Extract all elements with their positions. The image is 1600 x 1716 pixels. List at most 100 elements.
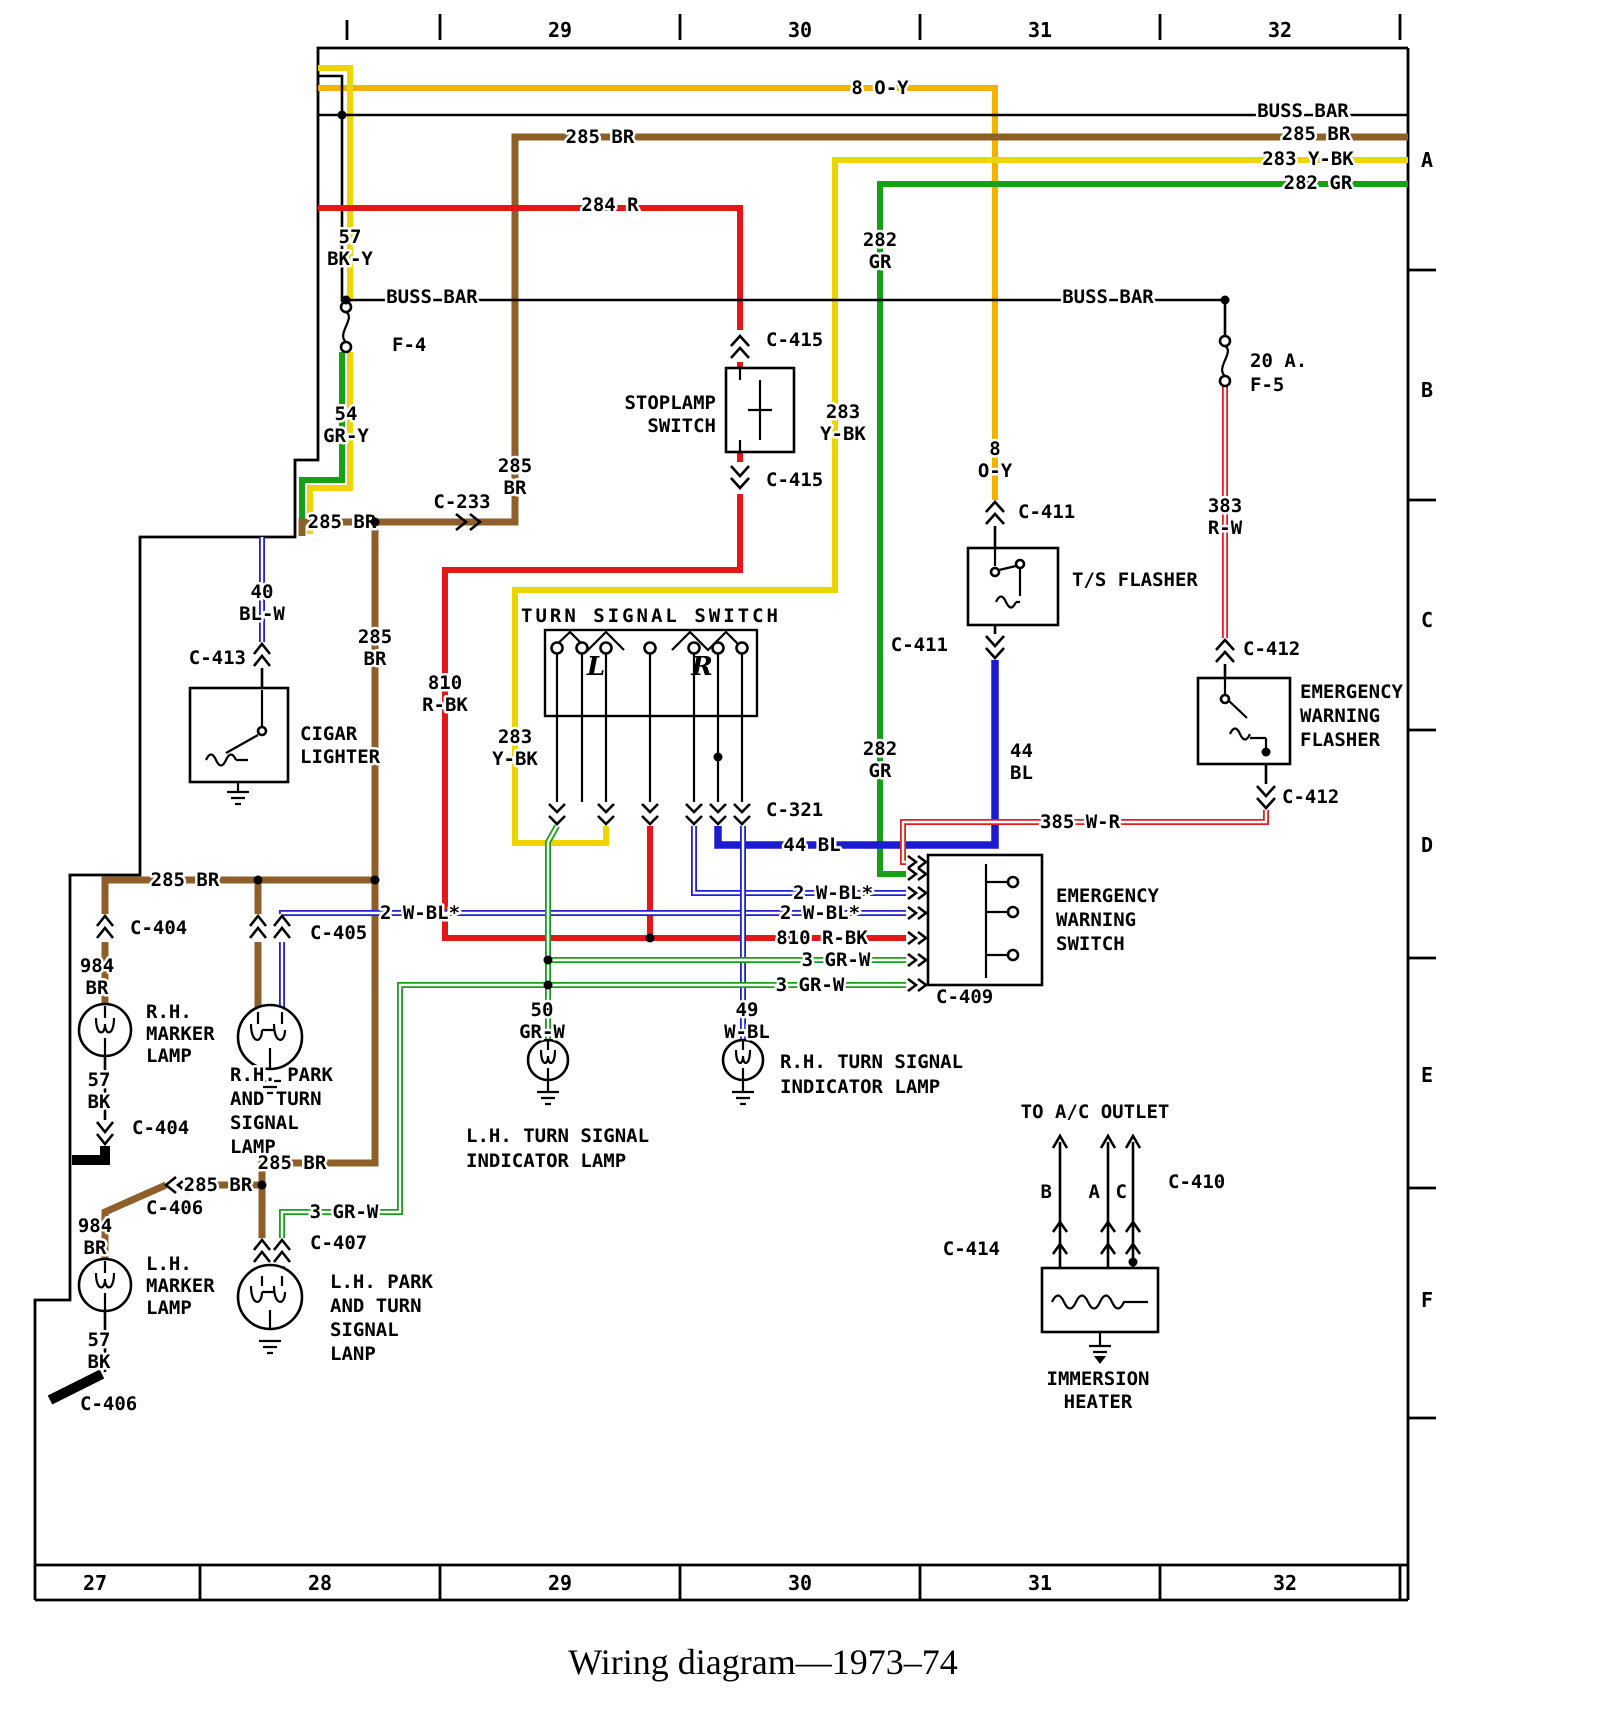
connector-c415-top-icon: [730, 334, 750, 359]
label-stoplamp-2: SWITCH: [647, 415, 716, 437]
ruler-row-f: F: [1421, 1288, 1433, 1312]
rh-park-lamp-filament: [249, 1012, 287, 1069]
label-284-r: 284 R: [581, 194, 639, 216]
label-lh-park-4: LANP: [330, 1343, 376, 1365]
label-buss-bar-top: BUSS BAR: [1257, 100, 1349, 122]
label-383-rw-1: 383: [1208, 495, 1242, 517]
label-lh-park-1: L.H. PARK: [330, 1271, 434, 1293]
label-285-br-mid-2: BR: [364, 648, 387, 670]
lh-indicator-filament: [539, 1040, 557, 1092]
immersion-heater-ground-tip: [1094, 1356, 1106, 1364]
label-3-grw-lower: 3 GR-W: [776, 974, 845, 996]
ruler-top-30: 30: [788, 18, 812, 42]
label-282-gr-v1: 282: [863, 229, 897, 251]
label-lh-park-2: AND TURN: [330, 1295, 422, 1317]
ruler-bottom-31: 31: [1028, 1571, 1052, 1595]
label-ewf-2: WARNING: [1300, 705, 1380, 727]
wire-285-br-rh-branch: [101, 876, 375, 1012]
label-57-bk-lh-2: BK: [88, 1351, 111, 1373]
label-lh-marker-1: L.H.: [146, 1253, 192, 1275]
emergency-warning-flasher: [1196, 676, 1292, 766]
lh-marker-exit-arrow: [47, 1369, 105, 1405]
emergency-switch-contact-2: [1006, 905, 1020, 919]
label-switch-r: R: [690, 652, 713, 682]
label-50-grw-1: 50: [531, 999, 554, 1021]
lh-indicator-lamp: [526, 1038, 570, 1106]
stoplamp-switch-symbol: [738, 368, 772, 452]
label-to-ac-outlet: TO A/C OUTLET: [1021, 1101, 1170, 1123]
label-stoplamp-1: STOPLAMP: [624, 392, 716, 414]
label-immersion-2: HEATER: [1064, 1391, 1133, 1413]
junction-bussbar-f5: [1220, 295, 1230, 305]
label-2-wbl-upper: 2 W-BL*: [793, 882, 873, 904]
rh-marker-exit-wire: [72, 1146, 110, 1165]
connector-c407-icon: [252, 1237, 292, 1263]
rh-indicator-lamp: [721, 1038, 765, 1106]
label-ews-2: WARNING: [1056, 909, 1136, 931]
label-3-grw-lh: 3 GR-W: [310, 1201, 379, 1223]
wire-283-ybk: [512, 157, 1408, 846]
emergency-switch-contact-3: [1006, 948, 1020, 962]
ruler-bottom-32: 32: [1273, 1571, 1297, 1595]
cigar-lighter-box: [188, 686, 290, 784]
label-ts-flasher: T/S FLASHER: [1072, 569, 1198, 591]
connector-c410-arrows-icon: [1051, 1133, 1142, 1149]
fuse-f5-bottom: [1218, 374, 1232, 388]
label-c414: C-414: [943, 1238, 1000, 1260]
label-54-gry-1: 54: [335, 403, 358, 425]
label-285-br-v1: 285: [498, 455, 532, 477]
label-c404-bottom: C-404: [132, 1117, 189, 1139]
black-wires: [47, 113, 1408, 1405]
emergency-flasher-stubs: [1223, 664, 1268, 784]
junction-brown-c233: [370, 517, 380, 527]
ruler-row-d: D: [1421, 833, 1433, 857]
junction-green-960: [543, 955, 553, 965]
label-810-rbk-v1: 810: [428, 672, 462, 694]
label-rh-marker-1: R.H.: [146, 1001, 192, 1023]
label-57-bky-2: BK-Y: [327, 248, 373, 270]
cigar-lighter-contact: [256, 725, 268, 737]
wire-282-gr: [877, 181, 1408, 877]
label-turn-signal-switch: TURN SIGNAL SWITCH: [521, 605, 781, 627]
label-c412-bottom: C-412: [1282, 786, 1339, 808]
label-c411-top: C-411: [1018, 501, 1075, 523]
label-buss-bar-mid-right: BUSS BAR: [1062, 286, 1154, 308]
emergency-flasher-symbol: [1223, 678, 1268, 752]
label-2-wbl-lower-right: 2 W-BL*: [780, 902, 860, 924]
label-lh-indicator-2: INDICATOR LAMP: [466, 1150, 626, 1172]
connector-c409-icon: [907, 854, 929, 993]
label-rh-park-3: SIGNAL: [230, 1112, 299, 1134]
label-383-rw-2: R-W: [1208, 517, 1243, 539]
connector-c405-icon: [248, 913, 292, 939]
label-c233: C-233: [433, 491, 490, 513]
label-285-br-c233: 285 BR: [308, 511, 377, 533]
label-283-ybk-v1: 283: [498, 726, 532, 748]
fuse-f5: [1218, 334, 1232, 388]
label-57-bk-rh-1: 57: [88, 1069, 111, 1091]
connector-c412-top-icon: [1215, 638, 1235, 663]
junction-green-985: [543, 980, 553, 990]
ac-outlet-lines: [1058, 1142, 1135, 1268]
fuse-f5-top: [1218, 334, 1232, 348]
label-rh-marker-3: LAMP: [146, 1045, 192, 1067]
lh-indicator-ground: [537, 1090, 559, 1106]
label-2-wbl-lower-left: 2 W-BL*: [380, 902, 460, 924]
label-c409: C-409: [936, 986, 993, 1008]
label-285-br-mid-1: 285: [358, 626, 392, 648]
label-fuse-f5-2: F-5: [1250, 374, 1284, 396]
ts-flasher-box: [966, 546, 1060, 627]
label-44-bl-h: 44 BL: [783, 834, 840, 856]
label-54-gry-2: GR-Y: [323, 425, 369, 447]
label-rh-park-1: R.H. PARK: [230, 1064, 334, 1086]
label-282-gr-low-2: GR: [869, 760, 892, 782]
junction-brown-c405-branch: [253, 875, 263, 885]
label-283-ybk-top-right: 283 Y-BK: [1262, 148, 1354, 170]
label-rh-park-2: AND TURN: [230, 1088, 322, 1110]
tss-terminal-6: [711, 641, 725, 655]
label-rh-indicator-2: INDICATOR LAMP: [780, 1076, 940, 1098]
label-283-ybk-stoplamp-1: 283: [826, 401, 860, 423]
label-c411-bottom: C-411: [891, 634, 948, 656]
labels: 29 30 31 32 27 28 29 30 31 32 A B C D E …: [75, 18, 1433, 1682]
wire-285-br-984-lh: [101, 1181, 262, 1261]
label-984-br-rh-1: 984: [80, 955, 114, 977]
